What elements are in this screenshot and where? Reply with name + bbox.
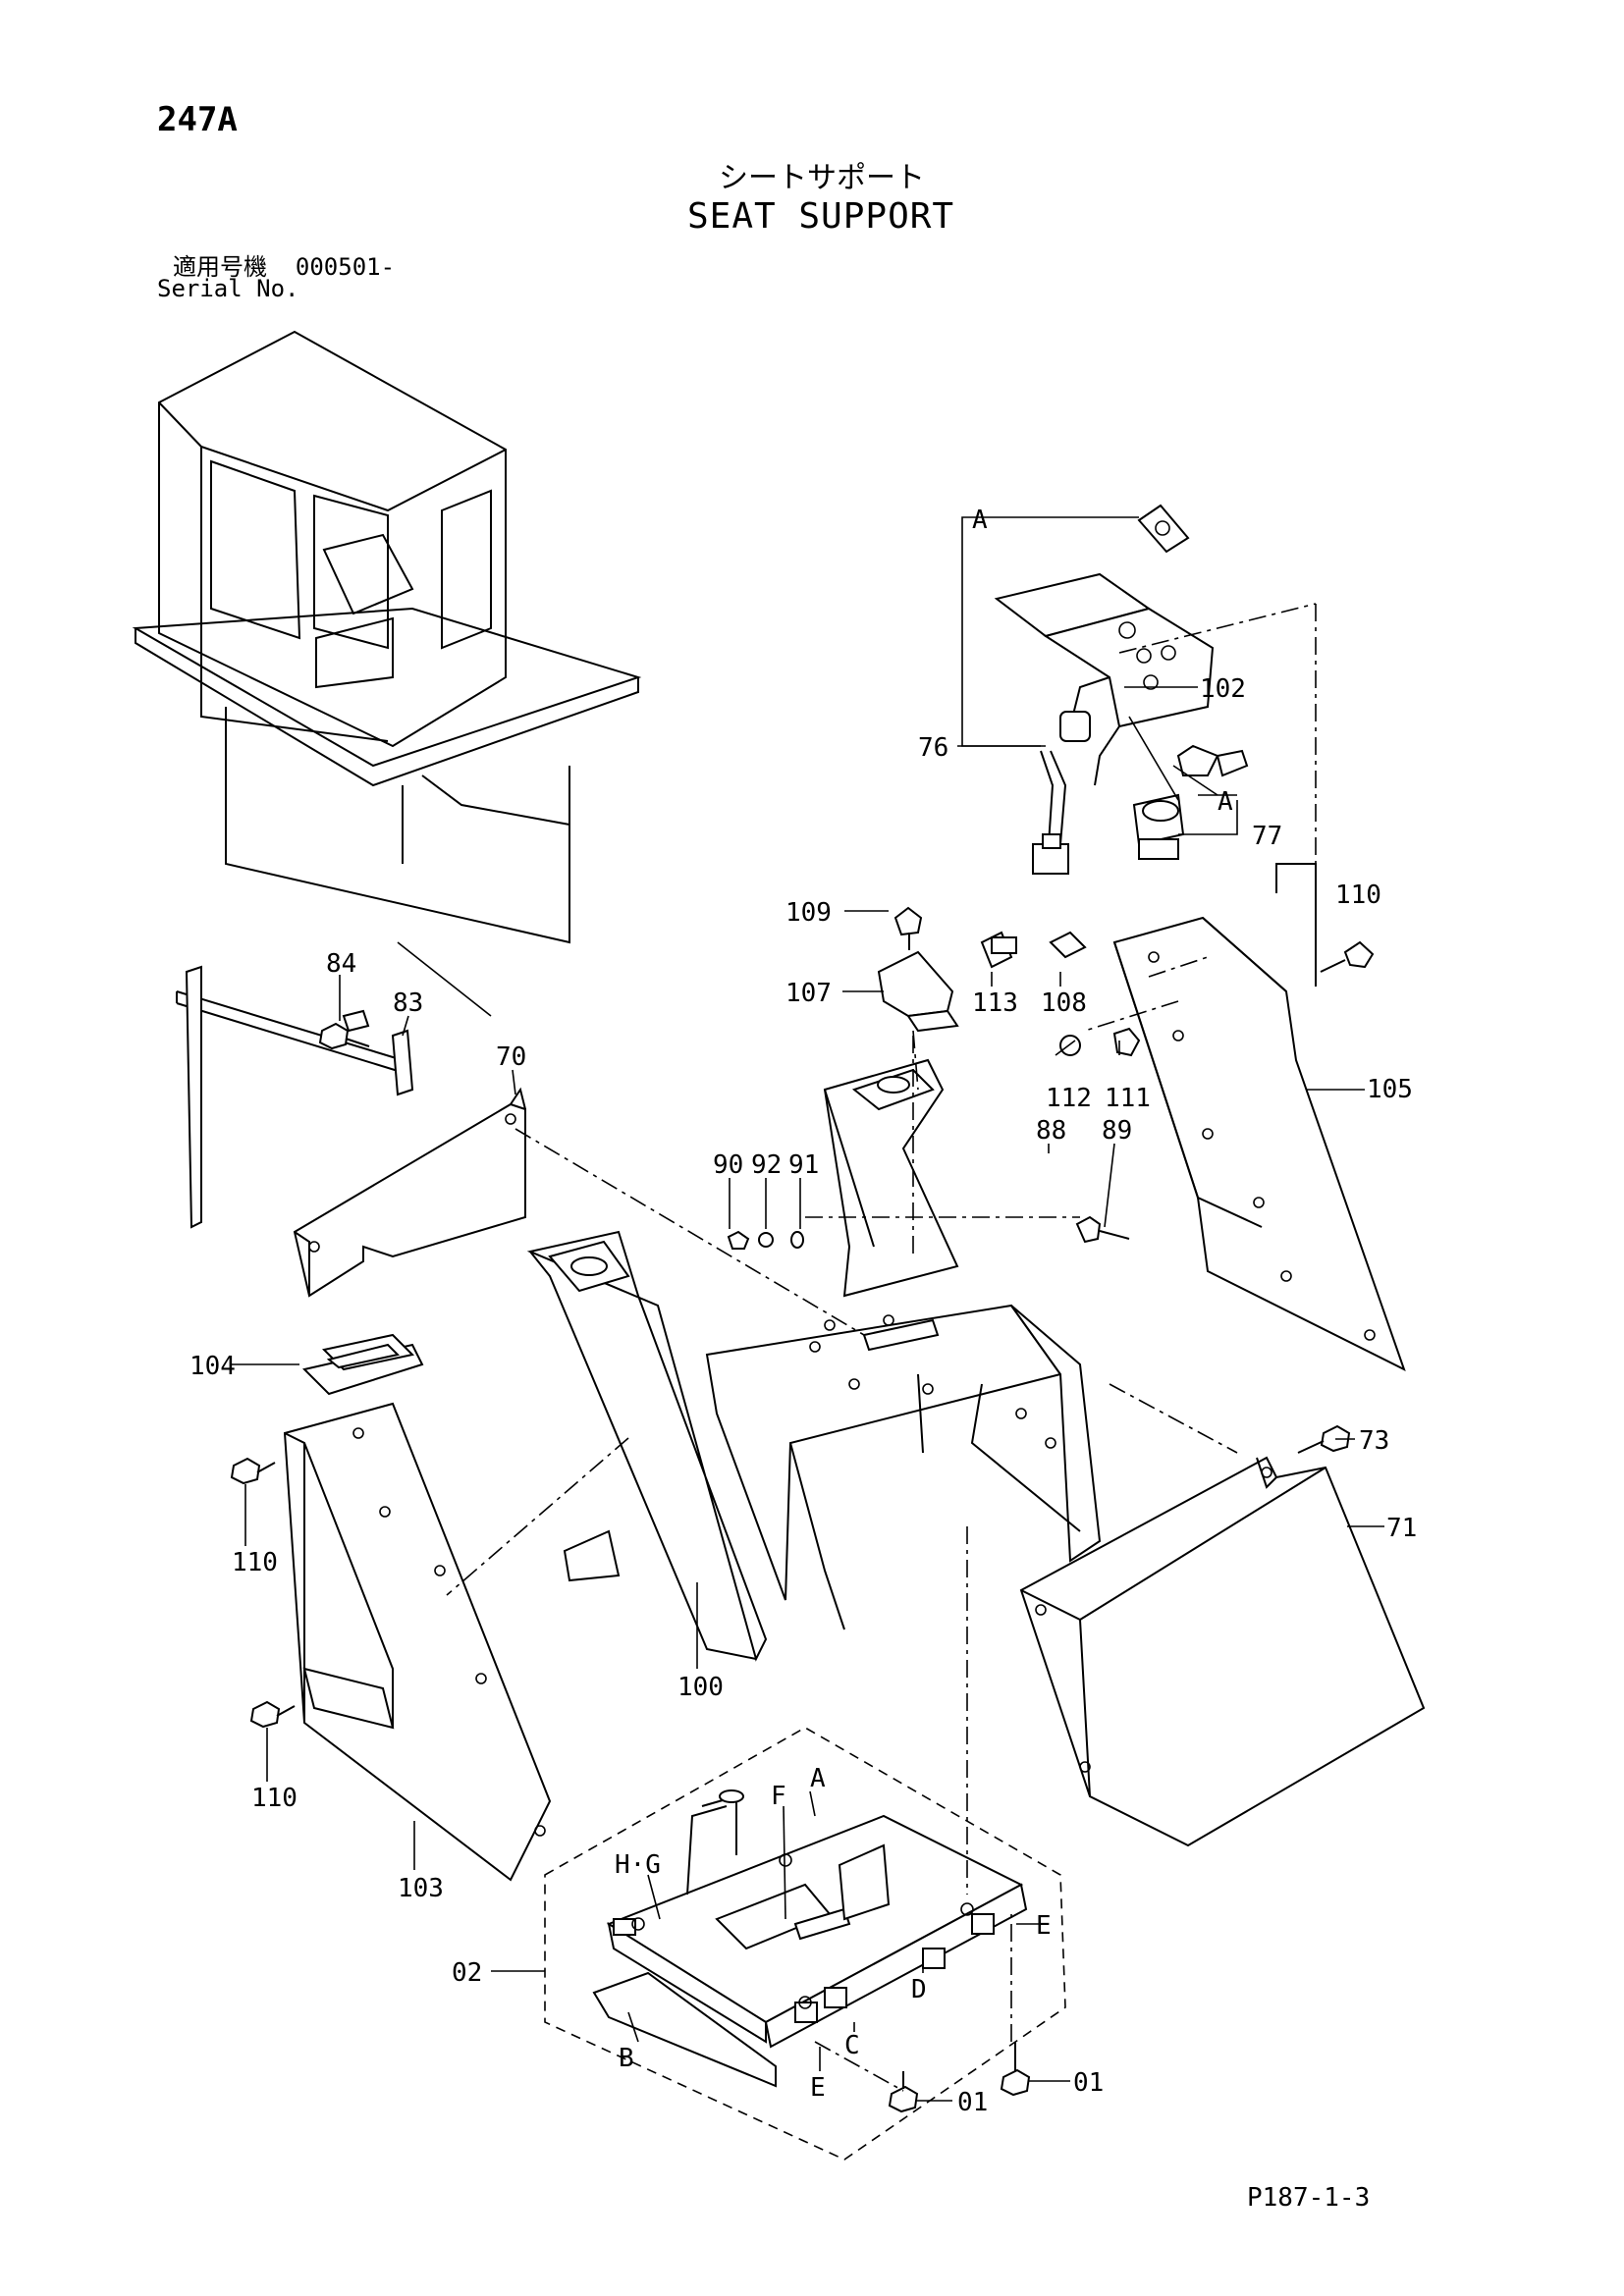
callout-108: 108 bbox=[1041, 988, 1087, 1018]
callout-labels: A 102 76 A 77 109 110 107 113 108 105 11… bbox=[189, 506, 1417, 2117]
callout-90: 90 bbox=[713, 1150, 743, 1180]
callout-01-bottom: 01 bbox=[957, 2088, 988, 2117]
callout-02: 02 bbox=[452, 1958, 482, 1988]
callout-107: 107 bbox=[785, 979, 832, 1008]
callout-103: 103 bbox=[398, 1874, 444, 1903]
centre-lines bbox=[446, 603, 1317, 2092]
callout-109: 109 bbox=[785, 898, 832, 928]
side-cover-71 bbox=[1019, 1456, 1426, 1847]
serial-number-line-jp: 適用号機 000501- bbox=[173, 247, 395, 282]
callout-A-lower: A bbox=[810, 1764, 826, 1793]
page-number: 247A bbox=[157, 100, 238, 139]
callout-01-right: 01 bbox=[1073, 2068, 1104, 2098]
title-japanese: シートサポート bbox=[719, 161, 925, 195]
callout-73: 73 bbox=[1359, 1426, 1389, 1456]
callout-104: 104 bbox=[189, 1352, 236, 1381]
callout-102: 102 bbox=[1200, 674, 1246, 704]
main-frame-100 bbox=[526, 1058, 1102, 1662]
callout-88: 88 bbox=[1036, 1116, 1066, 1146]
switch-bracket-assembly bbox=[994, 504, 1249, 875]
serial-label-jp: 適用号機 bbox=[173, 253, 267, 281]
callout-113: 113 bbox=[972, 988, 1018, 1018]
leader-lines bbox=[231, 516, 1384, 2102]
callout-F: F bbox=[771, 1782, 786, 1811]
callout-B: B bbox=[619, 2044, 634, 2073]
callout-A-top: A bbox=[972, 506, 988, 535]
callout-100: 100 bbox=[677, 1673, 724, 1702]
title-english: SEAT SUPPORT bbox=[687, 196, 955, 237]
callout-110-bottom: 110 bbox=[251, 1784, 298, 1813]
side-panel-105 bbox=[1112, 863, 1406, 1371]
callout-76: 76 bbox=[918, 733, 948, 763]
callout-E-right: E bbox=[1036, 1911, 1052, 1941]
callout-91: 91 bbox=[788, 1150, 819, 1180]
serial-label-en: Serial No. bbox=[157, 275, 299, 302]
callout-112: 112 bbox=[1046, 1084, 1092, 1113]
sheet-code: P187-1-3 bbox=[1247, 2183, 1371, 2213]
callout-83: 83 bbox=[393, 988, 423, 1018]
callout-110-right: 110 bbox=[1335, 881, 1381, 910]
bolt-hardware bbox=[230, 1022, 1351, 2113]
callout-70: 70 bbox=[496, 1042, 526, 1072]
callout-111: 111 bbox=[1105, 1084, 1151, 1113]
seat-slide-assembly-02 bbox=[544, 1727, 1066, 2161]
callout-H-G: H·G bbox=[615, 1850, 661, 1880]
cab-reference-drawing bbox=[132, 330, 642, 1017]
callout-71: 71 bbox=[1386, 1514, 1417, 1543]
bracket-70-and-rod bbox=[176, 965, 526, 1298]
callout-E-bottom: E bbox=[810, 2073, 826, 2103]
callout-C: C bbox=[844, 2031, 860, 2060]
callout-105: 105 bbox=[1367, 1075, 1413, 1104]
small-hardware-group bbox=[877, 906, 1375, 1057]
callout-A-mid: A bbox=[1218, 787, 1233, 817]
serial-value: 000501- bbox=[295, 253, 396, 281]
callout-77: 77 bbox=[1252, 822, 1282, 851]
side-panel-103 bbox=[283, 1333, 552, 1882]
callout-92: 92 bbox=[751, 1150, 782, 1180]
callout-84: 84 bbox=[326, 949, 356, 979]
callout-110-left: 110 bbox=[232, 1548, 278, 1577]
callout-D: D bbox=[911, 1975, 927, 2004]
callout-89: 89 bbox=[1102, 1116, 1132, 1146]
